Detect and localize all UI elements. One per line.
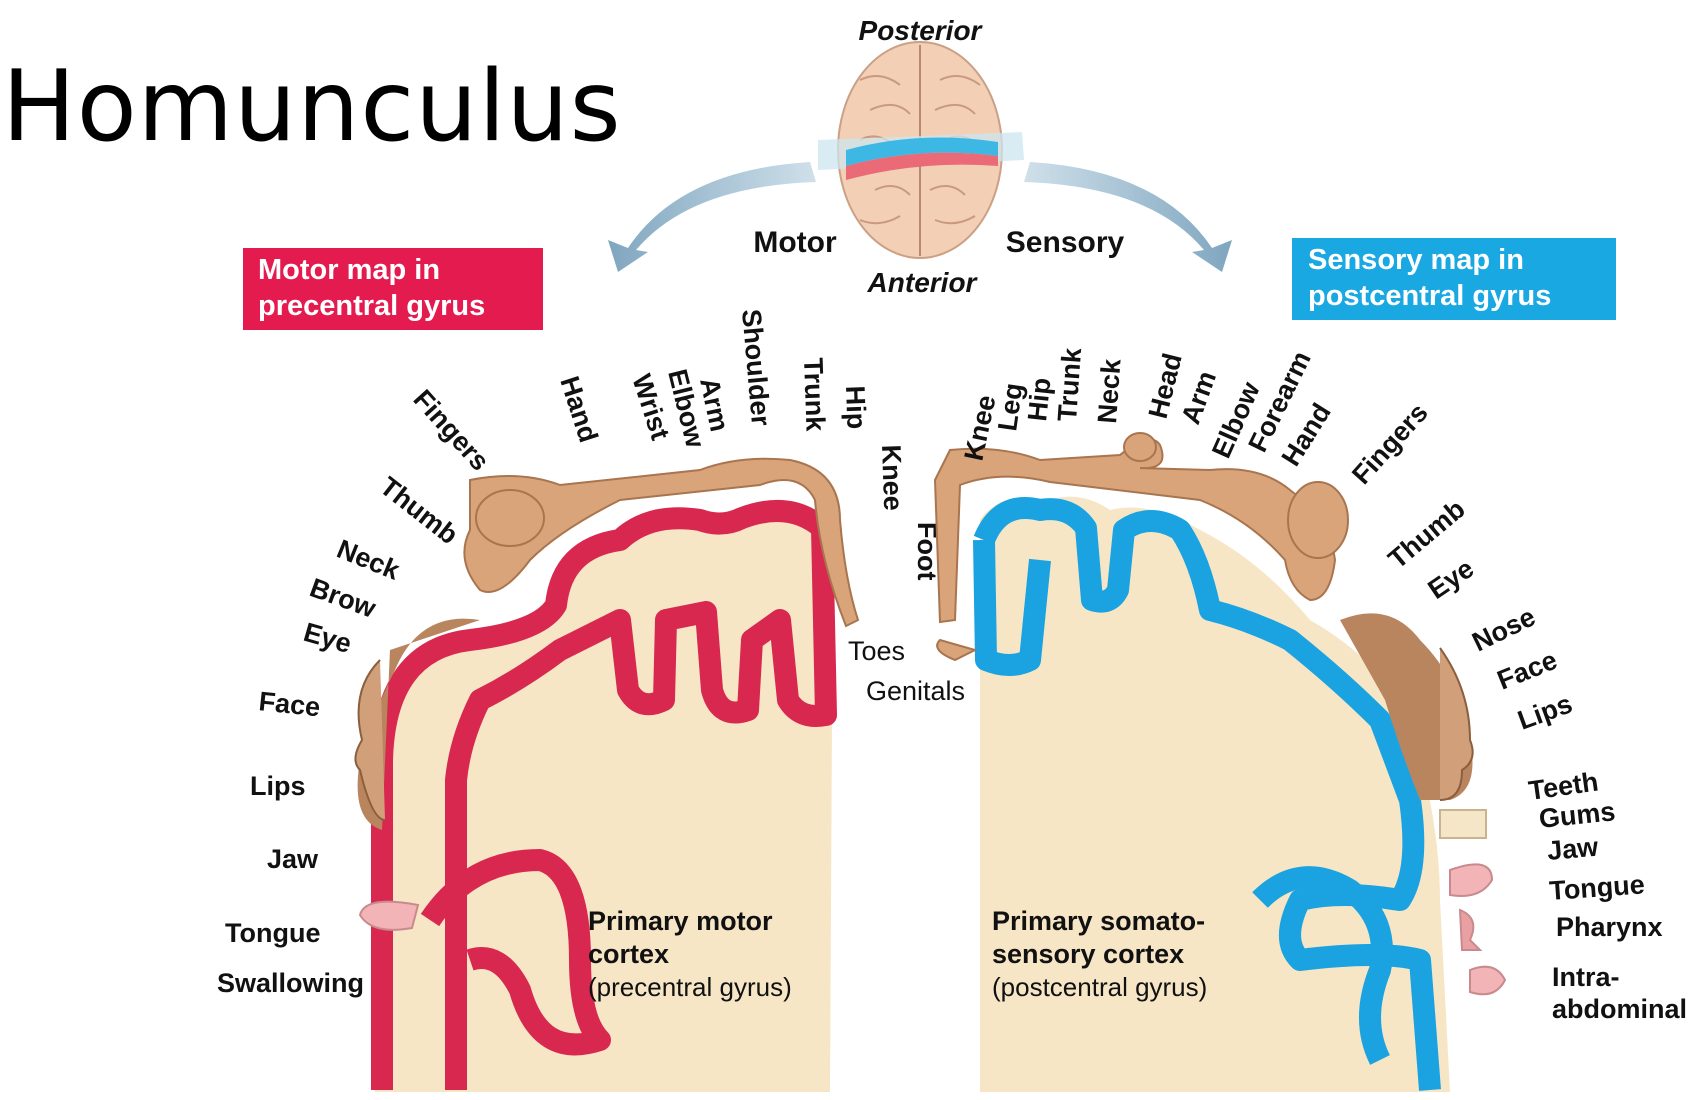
motor-homunculus (354, 457, 860, 931)
sensory-label-lips: Lips (1514, 688, 1576, 735)
motor-map-box: Motor map in precentral gyrus (243, 248, 543, 330)
sensory-label-abdominal: abdominal (1552, 994, 1687, 1024)
sensory-arrow (1024, 162, 1232, 272)
motor-caption: Primary motor cortex (precentral gyrus) (588, 906, 792, 1002)
sensory-cortex-section (973, 496, 1450, 1093)
sensory-label-neck: Neck (1092, 357, 1126, 424)
motor-label-knee: Knee (876, 444, 908, 511)
motor-label-eye: Eye (300, 617, 354, 659)
motor-box-line1: Motor map in (258, 254, 440, 286)
sensory-label-eye: Eye (1423, 553, 1480, 605)
motor-caption-line1: Primary motor (588, 906, 773, 936)
sensory-caption-line1: Primary somato- (992, 906, 1205, 936)
sensory-box-line2: postcentral gyrus (1308, 280, 1551, 312)
motor-label-hand: Hand (554, 373, 603, 446)
brain-top-view (818, 41, 1024, 259)
motor-arrow (608, 162, 816, 272)
sensory-label-leg: Leg (992, 381, 1028, 433)
sensory-caption-line2: sensory cortex (992, 939, 1184, 969)
motor-label-tongue: Tongue (225, 918, 320, 948)
sensory-label: Sensory (1006, 226, 1125, 259)
motor-label-hip: Hip (840, 385, 871, 430)
motor-label-face: Face (257, 686, 321, 722)
sensory-label-tongue: Tongue (1548, 869, 1645, 906)
sensory-label-trunk: Trunk (1052, 346, 1087, 422)
motor-label: Motor (753, 226, 837, 259)
sensory-box-line1: Sensory map in (1308, 244, 1524, 276)
motor-label-brow: Brow (306, 572, 381, 624)
sensory-label-face: Face (1493, 645, 1561, 696)
anterior-label: Anterior (867, 267, 979, 298)
motor-label-thumb: Thumb (374, 471, 463, 550)
sensory-map-box: Sensory map in postcentral gyrus (1292, 238, 1616, 320)
sensory-caption-line3: (postcentral gyrus) (992, 972, 1207, 1002)
motor-box-line2: precentral gyrus (258, 290, 485, 322)
sensory-label-nose: Nose (1467, 601, 1539, 657)
sensory-label-fingers: Fingers (1346, 397, 1434, 490)
motor-label-neck: Neck (333, 534, 405, 586)
motor-label-fingers: Fingers (408, 384, 496, 477)
sensory-label-genitals: Genitals (866, 676, 965, 706)
page-title: Homunculus (2, 50, 622, 164)
sensory-homunculus (933, 432, 1507, 996)
motor-caption-line2: cortex (588, 939, 669, 969)
motor-label-lips: Lips (250, 771, 306, 801)
sensory-caption: Primary somato- sensory cortex (postcent… (992, 906, 1207, 1002)
motor-label-jaw: Jaw (267, 844, 319, 874)
sensory-labels: Genitals Knee Leg Hip Trunk Neck Head Ar… (866, 346, 1687, 1024)
sensory-label-pharynx: Pharynx (1556, 912, 1663, 942)
posterior-label: Posterior (859, 15, 984, 46)
motor-label-shoulder: Shoulder (736, 308, 776, 428)
motor-cortex-section (371, 499, 837, 1092)
motor-label-trunk: Trunk (798, 357, 831, 432)
motor-label-toes: Toes (848, 636, 905, 666)
sensory-label-jaw: Jaw (1546, 832, 1600, 866)
motor-label-swallowing: Swallowing (217, 968, 364, 998)
motor-caption-line3: (precentral gyrus) (588, 972, 792, 1002)
sensory-label-hip: Hip (1022, 376, 1056, 422)
sensory-label-intra: Intra- (1552, 962, 1620, 992)
